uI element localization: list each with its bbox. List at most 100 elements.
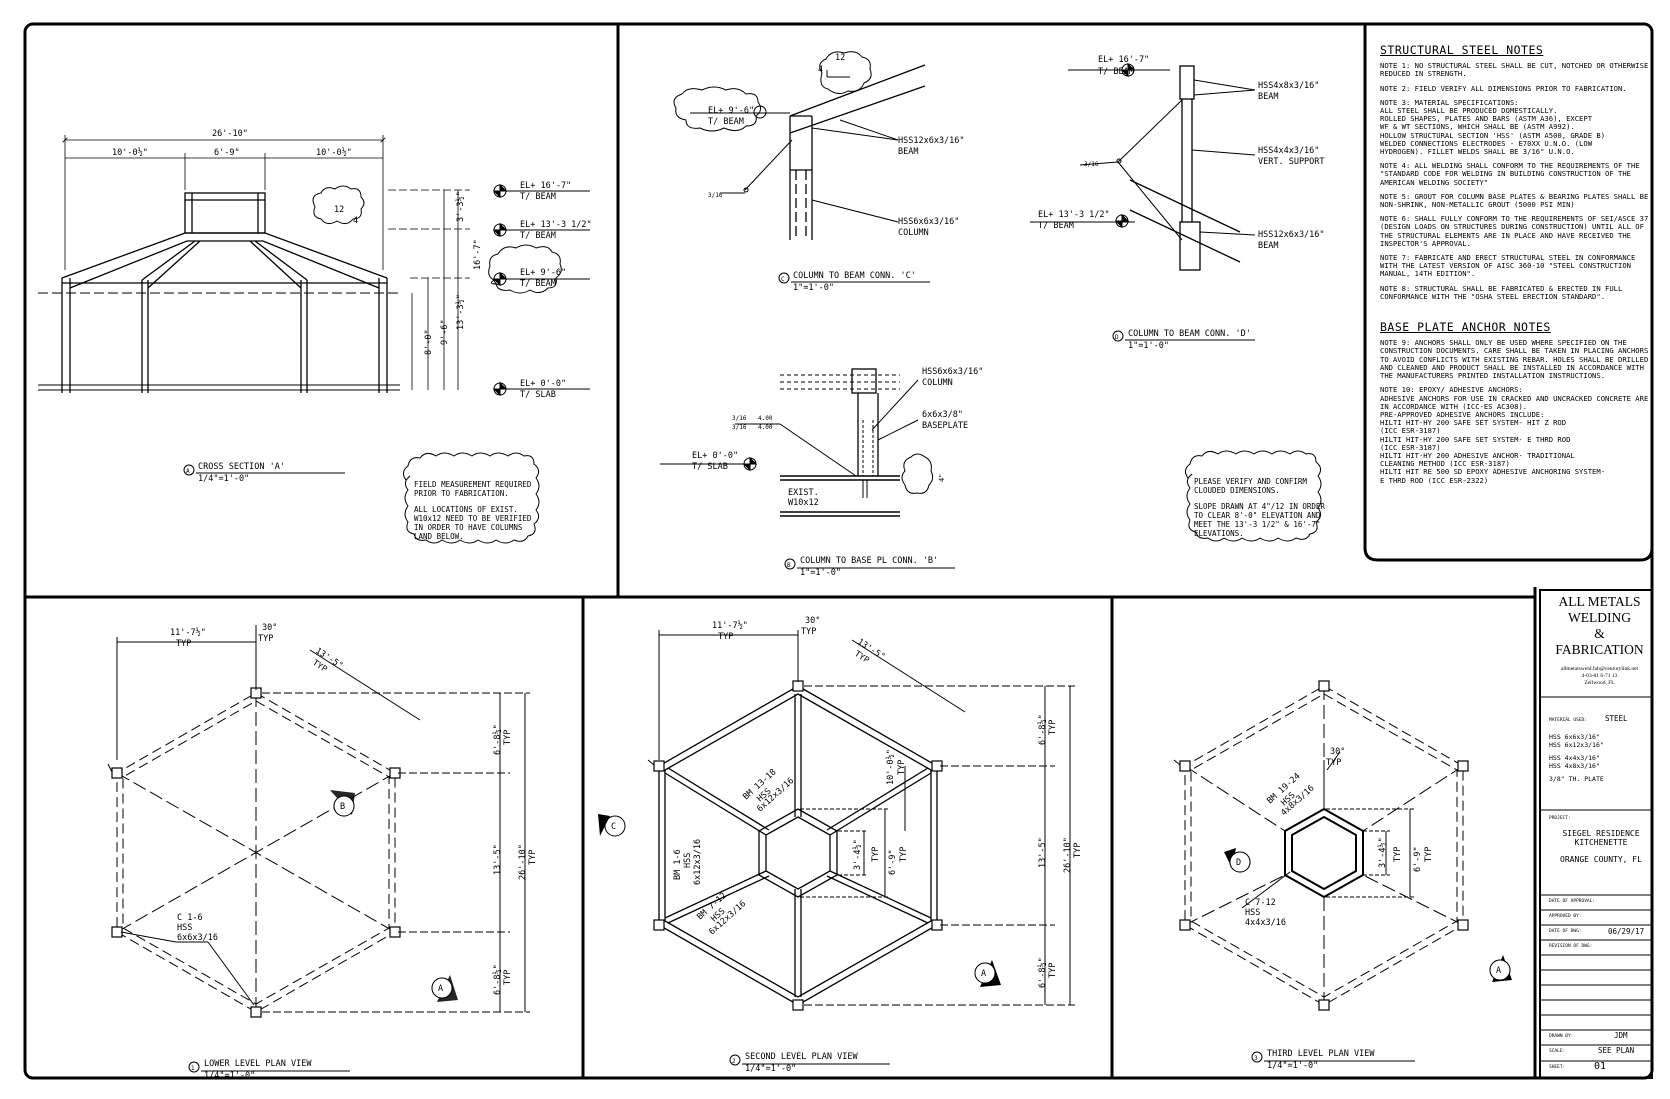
plan-2-text: 11'-7½" TYP 30° TYP 13'-5" TYP 6'-8½" TY…: [611, 616, 1083, 1074]
dim-side-typ: TYP: [718, 632, 733, 642]
project-label: PROJECT:: [1549, 816, 1571, 821]
elev-c-ref: T/ BEAM: [708, 117, 744, 127]
company-name: ALL METALS WELDING & FABRICATION: [1546, 594, 1653, 658]
dim-v3-typ: TYP: [1073, 843, 1083, 858]
dim-v3: 26'-10": [518, 844, 528, 880]
cloud2-line: PLEASE VERIFY AND CONFIRM: [1194, 477, 1307, 486]
structural-note: NOTE 5: GROUT FOR COLUMN BASE PLATES & B…: [1380, 191, 1649, 210]
elev-d-2: EL+ 13'-3 1/2": [1038, 210, 1110, 220]
weld-d: 3/16: [1084, 161, 1099, 168]
dim-v2: 13'-5": [1038, 837, 1048, 868]
drawn-by-label: DRAWN BY:: [1549, 1034, 1574, 1039]
dim-v1: 6'-8½": [1037, 714, 1048, 745]
contact-location: Zellwood, FL: [1584, 680, 1615, 686]
title-block-border: [1539, 589, 1653, 1079]
dim-v4: 6'-8½": [1037, 957, 1048, 988]
detail-b: [660, 368, 955, 570]
slope-rise: 12: [334, 205, 344, 215]
label-beam-d1: BEAM: [1258, 92, 1278, 102]
callout-line: 6x6x3/16: [177, 933, 218, 943]
dim-angle: 30°: [805, 616, 820, 626]
slope-run-c: 4: [818, 65, 823, 75]
beam-callout: 6x12x3/16: [693, 839, 703, 885]
structural-note: NOTE 8: STRUCTURAL SHALL BE FABRICATED &…: [1380, 283, 1623, 301]
dim-inner3: 6'-9": [888, 849, 898, 875]
material-value: STEEL: [1604, 714, 1628, 723]
cloud2-line: MEET THE 13'-3 1/2" & 16'-7": [1194, 520, 1320, 529]
material-section: MATERIAL USED: STEEL HSS 6x6x3/16" HSS 6…: [1549, 708, 1653, 784]
cloud-note-line: PRIOR TO FABRICATION.: [414, 489, 509, 498]
plan-number: 1: [191, 1065, 195, 1072]
label-column-b: COLUMN: [922, 378, 953, 388]
cloud2-line: SLOPE DRAWN AT 4"/12 IN ORDER: [1194, 502, 1325, 511]
cross-section-a: [38, 135, 590, 544]
structural-note: NOTE 3: MATERIAL SPECIFICATIONS: ALL STE…: [1380, 97, 1606, 157]
scale-label: SCALE:: [1549, 1049, 1566, 1054]
material-item: HSS 4x8x3/16": [1549, 761, 1600, 770]
label-hss4x8: HSS4x8x3/16": [1258, 81, 1319, 91]
dim-v1: 6'-8½": [492, 724, 503, 755]
dim-d3: 13'-3½": [455, 294, 466, 330]
elev-3-ref: T/ BEAM: [520, 279, 556, 289]
marker-b: B: [787, 562, 791, 569]
cloud-note-line: LAND BELOW.: [414, 532, 464, 541]
dim-v2: 13'-5": [493, 844, 503, 875]
notes-border: [1363, 24, 1654, 562]
marker-a-plan: A: [438, 984, 443, 994]
company-contact: allmetalsweld.fab@centurylink.net 4-03-8…: [1546, 666, 1653, 687]
marker-a-plan: A: [1496, 966, 1501, 976]
elev-c: EL+ 9'-6": [708, 106, 754, 116]
elev-d-1-ref: T/ BEAM: [1098, 67, 1134, 77]
elev-1-ref: T/ BEAM: [520, 192, 556, 202]
dim-v1-typ: TYP: [503, 730, 513, 745]
detail-c: [673, 51, 930, 284]
structural-note: NOTE 6: SHALL FULLY CONFORM TO THE REQUI…: [1380, 214, 1649, 248]
plan-title: LOWER LEVEL PLAN VIEW: [204, 1059, 312, 1069]
detail-c-text: 12 4 EL+ 9'-6" T/ BEAM HSS12x6x3/16" BEA…: [708, 53, 965, 293]
label-hss12x6: HSS12x6x3/16": [1258, 230, 1325, 240]
project-location: ORANGE COUNTY, FL: [1560, 855, 1642, 864]
detail-c-scale: 1"=1'-0": [793, 283, 834, 293]
anchor-note: 4": [938, 474, 946, 482]
plan-number: 3: [1254, 1055, 1258, 1062]
dim-inner3-typ: TYP: [1424, 847, 1434, 862]
label-beam: BEAM: [898, 147, 918, 157]
callout-line: HSS: [177, 923, 192, 933]
detail-d: [1030, 62, 1256, 342]
material-item: HSS 6x6x3/16": [1549, 733, 1600, 741]
callout-line: C 1-6: [177, 913, 203, 923]
section-title: CROSS SECTION 'A': [198, 462, 285, 472]
plan-1-text: 11'-7½" TYP 30° TYP 13'-5" TYP 6'-8½" TY…: [170, 623, 538, 1081]
elev-d-1: EL+ 16'-7": [1098, 55, 1149, 65]
label-exist: EXIST.: [788, 488, 819, 498]
drawn-by: JDM: [1614, 1031, 1628, 1040]
label-vert-support: VERT. SUPPORT: [1258, 157, 1325, 167]
dim-inner2-typ: TYP: [871, 847, 881, 862]
elev-2-ref: T/ BEAM: [520, 231, 556, 241]
label-plate-size: 6x6x3/8": [922, 410, 963, 420]
sheet-label: SHEET:: [1549, 1065, 1566, 1070]
detail-b-text: EL+ 0'-0" T/ SLAB HSS6x6x3/16" COLUMN 6x…: [692, 367, 983, 578]
column-callout: C 7-12: [1245, 898, 1276, 908]
dim-v1-typ: TYP: [1048, 720, 1058, 735]
dim-d4: 9'-6": [440, 319, 450, 345]
company-line: ALL METALS: [1558, 594, 1641, 609]
material-item: HSS 4x4x3/16": [1549, 754, 1600, 762]
marker-a-plan: A: [981, 969, 986, 979]
approval-date-label: DATE OF APPROVAL:: [1549, 899, 1596, 904]
dim-side: 11'-7½": [170, 627, 206, 638]
scale-value: SEE PLAN: [1598, 1046, 1635, 1055]
label-beam-size: HSS12x6x3/16": [898, 136, 965, 146]
marker-d-plan: D: [1236, 858, 1241, 868]
detail-b-title: COLUMN TO BASE PL CONN. 'B': [800, 556, 938, 566]
weld-b2-len: 4.00: [758, 424, 773, 431]
dim-d5: 8'-0": [424, 329, 434, 355]
marker-b-plan: B: [340, 802, 345, 812]
label-w10x12: W10x12: [788, 498, 819, 508]
project-name: SIEGEL RESIDENCE: [1562, 829, 1640, 838]
cloud-note-line: W10x12 NEED TO BE VERIFIED: [414, 514, 532, 523]
material-label: MATERIAL USED:: [1549, 718, 1587, 723]
detail-d-text: EL+ 16'-7" T/ BEAM EL+ 13'-3 1/2" T/ BEA…: [1038, 55, 1325, 351]
cloud2-line: TO CLEAR 8'-0" ELEVATION AND: [1194, 511, 1321, 520]
